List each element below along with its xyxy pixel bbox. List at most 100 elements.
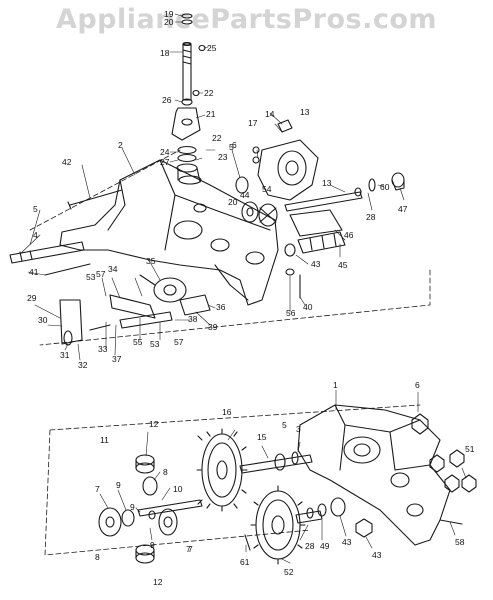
lower-boundary-dashed bbox=[44, 404, 421, 556]
callout-7-left: 7 bbox=[95, 484, 100, 494]
bevel-gear-7-right bbox=[158, 508, 178, 536]
pinion-8-top bbox=[142, 476, 158, 496]
callout-47: 47 bbox=[398, 204, 408, 214]
part-shaft-4 bbox=[9, 241, 85, 264]
callout-60: 60 bbox=[380, 182, 390, 192]
leader-lines-upper bbox=[19, 13, 405, 361]
upper-boundary-dashed bbox=[29, 149, 431, 346]
callout-4: 4 bbox=[33, 230, 38, 240]
washer-60 bbox=[368, 178, 376, 192]
bevel-gear-12-bottom bbox=[135, 544, 155, 564]
callout-53: 53 bbox=[86, 272, 96, 282]
callout-28-lower: 28 bbox=[305, 541, 315, 551]
callout-43: 43 bbox=[311, 259, 321, 269]
ring-49 bbox=[317, 503, 327, 517]
callout-40: 40 bbox=[303, 302, 313, 312]
washer-19 bbox=[181, 13, 193, 19]
gear-45 bbox=[297, 231, 346, 254]
callout-12-top: 12 bbox=[149, 419, 159, 429]
bearing-5-lower bbox=[274, 453, 286, 471]
callout-21: 21 bbox=[206, 109, 216, 119]
callout-39: 39 bbox=[208, 322, 218, 332]
callout-20-mid: 20 bbox=[228, 197, 238, 207]
callout-20: 20 bbox=[164, 17, 174, 27]
callout-61: 61 bbox=[240, 557, 250, 567]
callout-13: 13 bbox=[322, 178, 332, 188]
ring-43-upper bbox=[284, 243, 296, 257]
callout-30: 30 bbox=[38, 315, 48, 325]
callout-44: 44 bbox=[240, 190, 250, 200]
nuts-51 bbox=[429, 449, 477, 493]
callout-14: 14 bbox=[265, 109, 275, 119]
callout-27: 27 bbox=[160, 157, 170, 167]
callout-6: 6 bbox=[232, 140, 237, 150]
bolt-42 bbox=[67, 189, 123, 210]
callout-7-right: 7 bbox=[186, 544, 191, 554]
callout-35: 35 bbox=[146, 256, 156, 266]
bevel-gear-12-top bbox=[135, 454, 155, 474]
callout-23: 23 bbox=[218, 152, 228, 162]
shaft-13-right bbox=[284, 191, 363, 212]
pin-61 bbox=[244, 534, 251, 551]
plate-29 bbox=[59, 299, 83, 345]
arm-38 bbox=[119, 311, 173, 329]
nut-43-lower bbox=[355, 518, 373, 538]
callout-43-mid: 43 bbox=[342, 537, 352, 547]
callout-49: 49 bbox=[320, 541, 330, 551]
callout-43-bottom: 43 bbox=[372, 550, 382, 560]
callout-24: 24 bbox=[160, 147, 170, 157]
callout-34: 34 bbox=[108, 264, 118, 274]
part-plate-35 bbox=[139, 274, 187, 303]
callout-33: 33 bbox=[98, 344, 108, 354]
ring-22-top bbox=[192, 89, 200, 97]
callout-28: 28 bbox=[366, 212, 376, 222]
callout-17: 17 bbox=[248, 118, 258, 128]
ring-9 bbox=[148, 510, 156, 520]
callout-5-left: 5 bbox=[33, 204, 38, 214]
callout-54: 54 bbox=[262, 184, 272, 194]
pinion-9 bbox=[121, 509, 135, 527]
shaft-46 bbox=[289, 209, 343, 237]
callout-13-top: 13 bbox=[300, 107, 310, 117]
callout-3: 3 bbox=[296, 424, 301, 434]
part-housing-1 bbox=[297, 404, 451, 546]
callout-51: 51 bbox=[465, 444, 475, 454]
pin-33 bbox=[89, 324, 111, 331]
washer-20 bbox=[181, 19, 193, 25]
callout-9-mid: 9 bbox=[130, 502, 135, 512]
part-36-39 bbox=[179, 294, 211, 316]
bearing-5 bbox=[235, 176, 249, 194]
callout-25: 25 bbox=[207, 43, 217, 53]
part-shaft-18 bbox=[182, 41, 192, 101]
callout-7b: 7 bbox=[188, 544, 193, 554]
shaft-15 bbox=[239, 454, 313, 474]
callout-36: 36 bbox=[216, 302, 226, 312]
callout-8-bottom: 8 bbox=[95, 552, 100, 562]
part-bracket-21 bbox=[171, 107, 201, 141]
callout-29: 29 bbox=[27, 293, 37, 303]
callout-6-lower: 6 bbox=[415, 380, 420, 390]
nut-56 bbox=[285, 268, 295, 276]
bushing-47 bbox=[391, 172, 405, 191]
callout-19: 19 bbox=[164, 9, 174, 19]
bevel-gear-7-left bbox=[98, 507, 122, 537]
washer-31 bbox=[63, 330, 73, 346]
callout-57b: 57 bbox=[174, 337, 184, 347]
nut-6-lower bbox=[411, 413, 429, 435]
ring-28-lower bbox=[306, 507, 314, 519]
ring-6 bbox=[252, 156, 260, 164]
callout-2: 2 bbox=[118, 140, 123, 150]
bearing-43 bbox=[330, 497, 346, 517]
callout-52: 52 bbox=[284, 567, 294, 577]
callout-26: 26 bbox=[162, 95, 172, 105]
gear-16 bbox=[196, 428, 248, 512]
ring-17 bbox=[252, 146, 260, 154]
callout-45: 45 bbox=[338, 260, 348, 270]
callout-5-lower: 5 bbox=[282, 420, 287, 430]
watermark-text: AppliancePartsPros.com bbox=[55, 4, 438, 35]
callout-31: 31 bbox=[60, 350, 70, 360]
callout-1: 1 bbox=[333, 380, 338, 390]
bolt-41 bbox=[44, 263, 91, 276]
callout-32: 32 bbox=[78, 360, 88, 370]
